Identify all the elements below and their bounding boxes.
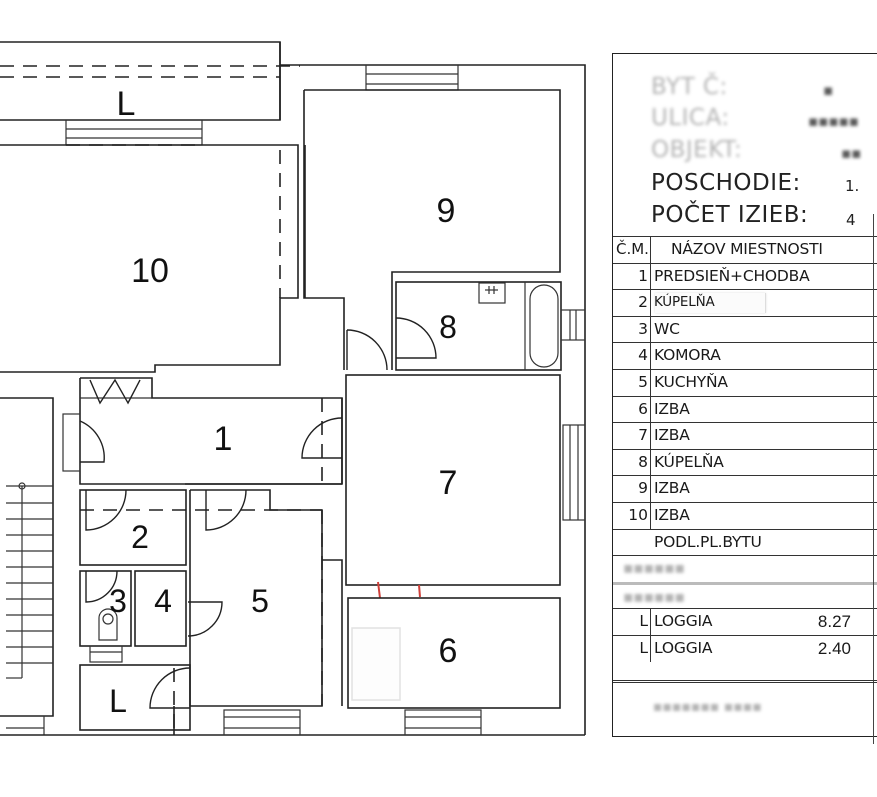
- objekt-label: OBJEKT:: [651, 137, 743, 163]
- row-number: [613, 530, 651, 556]
- row-name: KÚPELŇA: [654, 294, 715, 311]
- table-row: 1 PREDSIEŇ+CHODBA: [613, 262, 877, 290]
- room-2: 2: [79, 489, 322, 566]
- table-row-redacted: ▪▪▪▪▪▪: [613, 581, 877, 609]
- table-row-loggia: L LOGGIA 8.27: [613, 608, 877, 635]
- row-number: 3: [613, 316, 651, 343]
- table-row: 2 KÚPELŇA: [613, 289, 877, 316]
- poschodie-value: 1.: [845, 177, 860, 195]
- ulica-label: ULICA:: [651, 105, 730, 131]
- byt-c-label: BYT Č:: [651, 74, 728, 100]
- table-row-floor-area: PODL.PL.BYTU: [613, 528, 877, 556]
- svg-text:L: L: [109, 683, 127, 719]
- area-column-divider: [873, 214, 877, 744]
- room-6: 6: [347, 597, 561, 709]
- room-3: 3: [79, 570, 132, 663]
- table-row: 8 KÚPELŇA: [613, 448, 877, 476]
- table-row-loggia: L LOGGIA 2.40: [613, 634, 877, 662]
- loggia-top: L: [0, 41, 300, 146]
- row-number: 6: [613, 396, 651, 423]
- row-name: IZBA: [654, 479, 690, 498]
- row-number: 9: [613, 476, 651, 502]
- table-row: 3 WC: [613, 315, 877, 343]
- row-number: L: [613, 609, 651, 635]
- table-header-row: Č.M. NÁZOV MIESTNOSTI: [613, 236, 877, 263]
- legend-header: BYT Č: ▪ ULICA: ▪▪▪▪▪ OBJEKT: ▪▪ POSCHOD…: [613, 54, 877, 236]
- row-number: 4: [613, 343, 651, 369]
- row-area: 8.27: [817, 612, 851, 632]
- svg-text:3: 3: [109, 583, 127, 619]
- room-5: 5: [189, 489, 343, 707]
- svg-text:9: 9: [437, 192, 456, 230]
- row-name: KÚPELŇA: [654, 452, 724, 471]
- row-number: 1: [613, 263, 651, 290]
- row-name: LOGGIA: [654, 612, 713, 631]
- objekt-value: ▪▪: [841, 144, 862, 162]
- row-name: KOMORA: [654, 346, 721, 365]
- svg-text:7: 7: [439, 464, 458, 502]
- room-10: 10: [0, 144, 299, 373]
- room-8: 8: [346, 281, 586, 371]
- row-name: IZBA: [654, 505, 690, 524]
- ulica-value: ▪▪▪▪▪: [808, 112, 859, 130]
- row-name: PODL.PL.BYTU: [654, 532, 762, 551]
- row-name: WC: [654, 319, 680, 338]
- row-number: 5: [613, 369, 651, 396]
- svg-text:8: 8: [439, 309, 457, 345]
- table-row: 5 KUCHYŇA: [613, 368, 877, 396]
- svg-text:6: 6: [439, 632, 458, 670]
- table-row-redacted: ▪▪▪▪▪▪: [613, 555, 877, 582]
- row-name: ▪▪▪▪▪▪: [623, 587, 685, 606]
- row-name: PREDSIEŇ+CHODBA: [654, 266, 810, 285]
- row-number: 7: [613, 423, 651, 449]
- row-number: 10: [613, 502, 651, 529]
- staircase: [0, 397, 54, 735]
- table-row: 4 KOMORA: [613, 342, 877, 369]
- svg-text:5: 5: [251, 583, 269, 619]
- row-name: IZBA: [654, 399, 690, 418]
- loggia-bottom: L: [79, 664, 191, 731]
- table-row: 7 IZBA: [613, 422, 877, 449]
- pocet-izieb-value: 4: [846, 211, 856, 229]
- row-area: 2.40: [817, 638, 851, 658]
- room-4: 4: [134, 570, 223, 647]
- pocet-izieb-label: POČET IZIEB:: [651, 202, 809, 228]
- svg-text:4: 4: [154, 583, 172, 619]
- row-number: 2: [613, 290, 651, 316]
- rooms-table: Č.M. NÁZOV MIESTNOSTI 1 PREDSIEŇ+CHODBA …: [613, 236, 877, 662]
- svg-text:10: 10: [131, 252, 169, 290]
- table-row: 9 IZBA: [613, 475, 877, 502]
- correction-patch: [655, 293, 766, 314]
- row-name: IZBA: [654, 426, 690, 445]
- col-header-name: NÁZOV MIESTNOSTI: [671, 240, 823, 258]
- row-name: LOGGIA: [654, 638, 713, 657]
- floor-plan: L 10 9: [0, 41, 586, 736]
- row-number: L: [613, 635, 651, 662]
- table-row: 6 IZBA: [613, 395, 877, 423]
- room-label-loggia-top: L: [117, 85, 136, 123]
- row-name: KUCHYŇA: [654, 372, 728, 391]
- svg-text:2: 2: [131, 519, 149, 555]
- room-legend-table: BYT Č: ▪ ULICA: ▪▪▪▪▪ OBJEKT: ▪▪ POSCHOD…: [612, 53, 877, 744]
- room-1: 1: [62, 377, 343, 485]
- row-number: 8: [613, 449, 651, 476]
- room-9: 9: [303, 89, 561, 370]
- legend-footer: ▪▪▪▪▪▪▪ ▪▪▪▪: [613, 680, 877, 736]
- footer-redacted-text: ▪▪▪▪▪▪▪ ▪▪▪▪: [653, 699, 762, 715]
- row-name: ▪▪▪▪▪▪: [623, 559, 685, 578]
- room-7: 7: [345, 374, 586, 586]
- svg-text:1: 1: [214, 420, 233, 458]
- col-header-number: Č.M.: [613, 237, 651, 263]
- table-row: 10 IZBA: [613, 501, 877, 529]
- poschodie-label: POSCHODIE:: [651, 170, 801, 196]
- byt-c-value: ▪: [823, 81, 834, 99]
